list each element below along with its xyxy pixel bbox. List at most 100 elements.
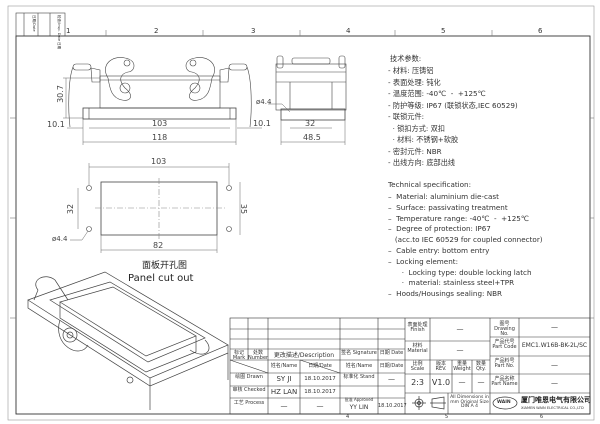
tb-qty-value: — (477, 378, 485, 386)
spec-en-line: · Locking type: double locking latch (388, 267, 532, 277)
company-name-cn: 厦门唯恩电气有限公司 (521, 396, 591, 404)
dim-front-total: 118 (152, 133, 168, 142)
cutout-caption-en: Panel cut out (128, 273, 194, 284)
spec-cn-line: - 温度范围: -40℃ - +125℃ (388, 89, 486, 98)
spec-cn-line: - 联锁元件: (388, 112, 425, 121)
spec-en-line: – Degree of protection: IP67 (388, 224, 491, 234)
dim-cutout-top: 103 (151, 157, 167, 166)
tb-stand-label: 标准化 Stand (343, 374, 375, 380)
tb-approved-date: 18.10.2017 (378, 403, 407, 409)
front-view (63, 57, 262, 145)
tb-finish-value: — (456, 325, 464, 333)
tb-drawn-label: 绘图 Drawn (235, 374, 263, 380)
zone-6: 6 (538, 27, 543, 35)
corner-label-insp: 检查/Insp. Date 日期 (57, 15, 61, 50)
zone-2: 2 (154, 27, 159, 35)
spec-en-line: – Locking element: (388, 256, 459, 266)
spec-en-title: Technical specification: (388, 180, 472, 189)
dim-side-inner: 32 (305, 119, 316, 128)
tb-drawn-date: 18.10.2017 (304, 376, 336, 382)
tb-checked-label: 审核 Checked (232, 387, 266, 393)
tb-approved-name: YY LIN (349, 404, 369, 411)
tb-part-no-label: 产品料号 Part No. (494, 358, 515, 369)
spec-cn-line: - 防护等级: IP67 (联锁状态,IEC 60529) (388, 100, 518, 110)
spec-en-line: – Hoods/Housings sealing: NBR (388, 289, 503, 299)
tb-mark: 标记 Mark (232, 350, 246, 361)
spec-cn-line: - 材料: 压铸铝 (388, 66, 434, 75)
spec-cn-line: · 材料: 不锈钢+软胶 (388, 135, 459, 144)
tb-part-no-value: — (551, 361, 558, 369)
zone-ticks (10, 30, 594, 319)
tb-qty-label: 数量 Qty. (475, 361, 486, 372)
spec-en-line: – Temperature range: -40℃ - +125℃ (388, 213, 529, 223)
dim-front-left: 10.1 (47, 120, 65, 129)
cutout-caption-cn: 面板开孔图 (142, 261, 188, 271)
tb-date: 日期 Date (379, 350, 404, 356)
dim-cutout-bottom: 82 (153, 241, 164, 250)
tb-scale-value: 2:3 (411, 378, 424, 387)
spec-en-line: – Cable entry: bottom entry (388, 245, 490, 255)
tb-dimensions-note: All Dimensions in mm Original Size DIN A… (450, 395, 489, 409)
outer-frame (7, 5, 595, 421)
tb-process-label: 工艺 Process (233, 400, 265, 406)
title-block-grid (229, 317, 591, 415)
tb-checked-name: HZ LAN (270, 388, 298, 396)
side-view (268, 55, 347, 145)
spec-cn-line: - 表面处理: 钝化 (388, 77, 441, 87)
tb-part-name-value: — (551, 379, 558, 387)
zone-4: 4 (346, 27, 351, 35)
dim-front-inner: 103 (152, 119, 168, 128)
spec-cn-line: - 密封元件: NBR (388, 146, 442, 156)
tb-date-col: 日期/Date (308, 363, 332, 369)
tb-drawing-no-value: — (551, 323, 558, 331)
tb-name-col: 姓名/Name (270, 363, 298, 369)
panel-cutout (70, 163, 241, 253)
company-logo (492, 396, 518, 410)
spec-en-line: (acc.to IEC 60529 for coupled connector) (388, 235, 543, 245)
isometric-view (27, 271, 229, 410)
spec-cn-list: - 材料: 压铸铝 - 表面处理: 钝化 - 温度范围: -40℃ - +125… (388, 66, 518, 170)
tb-approved-label: 批准 Approved (344, 397, 374, 402)
spec-cn-line: · 锁扣方式: 双扣 (388, 123, 445, 133)
corner-label-date: 日期/Date (32, 15, 36, 32)
tb-stand-date: — (388, 375, 395, 383)
tb-checked-date: 18.10.2017 (304, 389, 336, 395)
dim-cutout-right: 35 (239, 203, 249, 215)
tb-rev-label: 版本 REV. (435, 361, 447, 372)
tb-drawing-no-label: 图号 Drawing No. (494, 321, 515, 337)
projection-symbol-icon (412, 396, 446, 410)
spec-cn-title: 技术参数: (390, 54, 422, 63)
zone-bottom-5: 5 (445, 414, 449, 420)
tb-rev-value: V1.0 (431, 378, 451, 387)
tb-date-col2: 日期/Date (379, 363, 404, 369)
dim-cutout-hole: ø4.4 (52, 235, 68, 243)
zone-5: 5 (441, 27, 446, 35)
dim-side-hole: ø4.4 (256, 98, 272, 106)
tb-part-code-label: 产品代号 Part Code (492, 339, 517, 350)
tb-part-code-value: EMC1.W16B-BK-2L/SC (521, 342, 588, 349)
tb-drawn-name: SY JI (276, 375, 292, 383)
dim-side-total: 48.5 (303, 133, 321, 142)
zone-bottom-4: 4 (346, 414, 350, 420)
tb-finish-label: 表面处理 Finish (407, 322, 428, 333)
tb-process-date: — (316, 402, 324, 410)
tb-part-name-label: 产品名称 Part Name (491, 376, 518, 387)
zone-1: 1 (66, 27, 71, 35)
dim-cutout-left: 32 (66, 203, 76, 215)
tb-material-label: 材料 Material (407, 343, 428, 354)
spec-en-list: – Material: aluminium die-cast – Surface… (388, 192, 543, 300)
tb-scale-label: 比例 Scale (410, 361, 425, 372)
dim-side-left: 10.1 (253, 119, 271, 128)
tb-process-name: — (280, 402, 288, 410)
tb-number: 处数 Number (248, 350, 269, 361)
tb-material-value: — (456, 346, 464, 354)
spec-en-line: – Material: aluminium die-cast (388, 192, 499, 201)
spec-cn-line: - 出线方向: 底部出线 (388, 158, 456, 167)
company-logo-text: WAIN (497, 400, 511, 405)
tb-name-col2: 姓名/Name (345, 363, 373, 369)
tb-signature: 签名 Signature (341, 350, 377, 356)
company-name-en: XIAMEN WAIN ELECTRICAL CO.,LTD (521, 406, 584, 410)
spec-en-line: – Surface: passivating treatment (388, 202, 508, 212)
zone-3: 3 (251, 27, 256, 35)
